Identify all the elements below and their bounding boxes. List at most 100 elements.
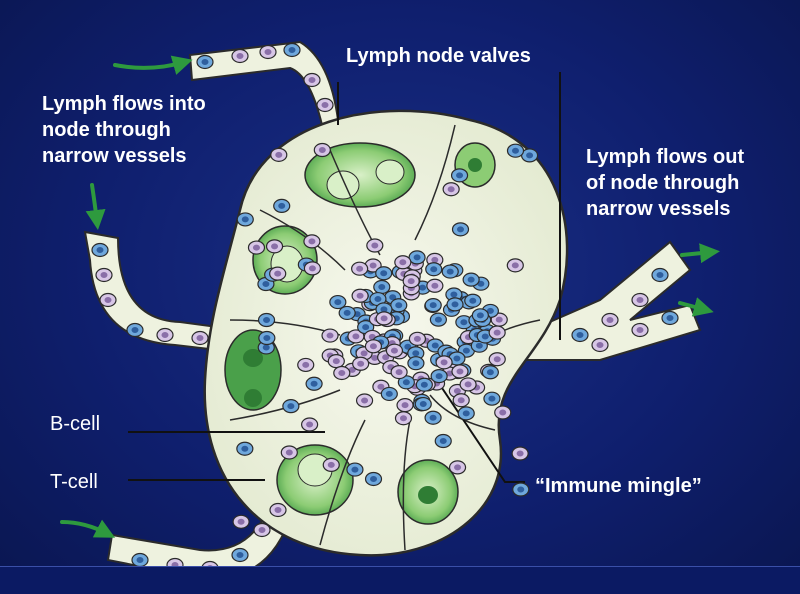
cell-nucleus — [321, 102, 329, 108]
cell-nucleus — [429, 302, 437, 309]
cell-nucleus — [352, 333, 360, 340]
cell-nucleus — [486, 369, 494, 376]
cell-nucleus — [446, 370, 454, 377]
cell-nucleus — [370, 475, 378, 482]
cell-nucleus — [395, 369, 403, 376]
cell-nucleus — [348, 366, 356, 373]
cell-nucleus — [435, 373, 443, 380]
cell-nucleus — [469, 297, 477, 304]
cell-nucleus — [456, 172, 464, 179]
cell-nucleus — [374, 296, 382, 303]
cell-nucleus — [488, 395, 496, 402]
cell-nucleus — [385, 390, 393, 397]
arrow-in-left — [85, 183, 106, 230]
cell-nucleus — [136, 557, 144, 563]
label-t-cell: T-cell — [50, 471, 98, 493]
cell-nucleus — [343, 309, 351, 316]
cell-nucleus — [274, 507, 282, 513]
cell-nucleus — [274, 270, 282, 277]
cell-nucleus — [377, 383, 385, 390]
cell-nucleus — [237, 518, 245, 525]
cell-nucleus — [450, 291, 458, 298]
cell-nucleus — [380, 315, 388, 322]
cell-nucleus — [285, 449, 293, 456]
cell-nucleus — [252, 244, 260, 251]
cell-nucleus — [462, 410, 470, 417]
cell-nucleus — [456, 368, 464, 375]
cell-nucleus — [306, 421, 314, 428]
cell-nucleus — [275, 151, 283, 158]
cell-nucleus — [606, 317, 614, 323]
cell-nucleus — [287, 403, 295, 410]
cell-nucleus — [454, 464, 462, 471]
cell-nucleus — [516, 450, 524, 457]
cell-nucleus — [357, 360, 365, 367]
cell-nucleus — [369, 262, 377, 269]
cell-nucleus — [486, 307, 494, 314]
label-flows-out-3: narrow vessels — [586, 198, 731, 220]
valve-pointers — [337, 72, 561, 340]
cell-nucleus — [362, 324, 370, 331]
cell-nucleus — [429, 414, 437, 421]
label-flows-out-2: of node through — [586, 172, 740, 194]
cell-nucleus — [446, 268, 454, 275]
cell-nucleus — [399, 415, 407, 422]
cell-nucleus — [404, 343, 412, 350]
cell-nucleus — [467, 276, 475, 283]
label-flows-into-1: Lymph flows into — [42, 93, 206, 115]
cell-nucleus — [356, 265, 364, 272]
cell-nucleus — [334, 299, 342, 306]
label-flows-into-2: node through — [42, 119, 171, 141]
cell-nucleus — [412, 360, 420, 367]
cell-nucleus — [517, 486, 525, 493]
cell-nucleus — [431, 256, 439, 263]
cell-nucleus — [278, 202, 286, 209]
cell-nucleus — [401, 402, 409, 409]
cell-nucleus — [439, 438, 447, 445]
cell-nucleus — [318, 147, 326, 154]
cell-nucleus — [431, 282, 439, 289]
cell-nucleus — [460, 319, 468, 326]
cell-nucleus — [96, 247, 104, 253]
cell-nucleus — [440, 359, 448, 366]
cell-nucleus — [360, 350, 368, 357]
bottom-bar — [0, 566, 800, 594]
arrow-out-upper — [680, 243, 720, 264]
cell-nucleus — [464, 381, 472, 388]
cell-nucleus — [302, 361, 310, 368]
cell-nucleus — [236, 53, 244, 59]
cell-nucleus — [395, 302, 403, 309]
cell-nucleus — [499, 409, 507, 416]
cell-nucleus — [453, 355, 461, 362]
cell-nucleus — [419, 284, 427, 291]
cell-nucleus — [271, 243, 279, 250]
cell-nucleus — [196, 335, 204, 341]
cell-nucleus — [262, 344, 270, 351]
cell-nucleus — [389, 294, 397, 301]
arrow-in-bottom — [60, 519, 116, 538]
cell-nucleus — [356, 292, 364, 299]
cell-nucleus — [201, 59, 209, 65]
cell-nucleus — [326, 332, 334, 339]
label-immune-mingle: “Immune mingle” — [535, 475, 702, 497]
cell-nucleus — [451, 301, 459, 308]
cell-nucleus — [332, 358, 340, 365]
cell-nucleus — [380, 306, 388, 313]
cell-nucleus — [413, 254, 421, 261]
cell-nucleus — [457, 226, 465, 233]
cell-nucleus — [262, 281, 270, 288]
cell-nucleus — [288, 47, 296, 53]
cell-nucleus — [308, 265, 316, 272]
cell-nucleus — [481, 333, 489, 340]
cell-nucleus — [327, 461, 335, 468]
cell-nucleus — [420, 381, 428, 388]
cell-nucleus — [100, 272, 108, 278]
cell-nucleus — [431, 342, 439, 349]
cell-nucleus — [131, 327, 139, 333]
cell-nucleus — [310, 380, 318, 387]
cell-nucleus — [407, 278, 415, 285]
label-flows-out-1: Lymph flows out — [586, 146, 745, 168]
cell-nucleus — [462, 347, 470, 354]
cell-nucleus — [263, 317, 271, 324]
cell-nucleus — [264, 49, 272, 55]
